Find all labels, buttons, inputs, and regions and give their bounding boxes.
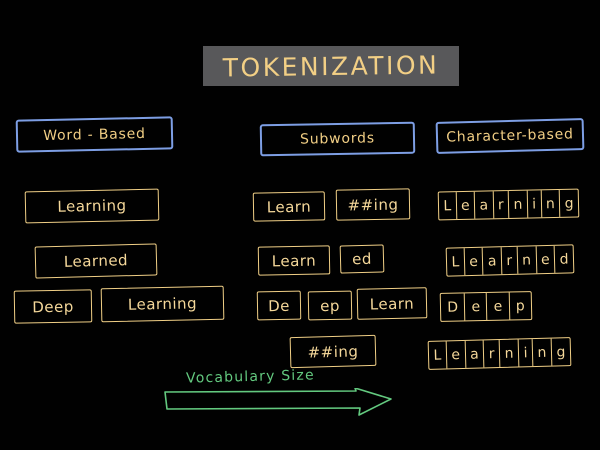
- character-cell: a: [465, 340, 485, 368]
- character-cell: i: [518, 339, 534, 367]
- column-header-word-based: Word - Based: [15, 116, 174, 153]
- character-cell: n: [517, 246, 537, 274]
- character-cell: L: [446, 248, 466, 276]
- token-label: Learning: [127, 294, 198, 314]
- token-chip: Learn: [252, 191, 326, 222]
- page-title: TOKENIZATION: [222, 49, 440, 83]
- token-label: ed: [351, 249, 373, 269]
- token-label: Learn: [369, 294, 415, 313]
- character-cell: e: [464, 247, 484, 276]
- column-header-label: Subwords: [299, 130, 376, 148]
- token-label: ##ing: [347, 195, 399, 214]
- token-label: De: [267, 296, 291, 315]
- token-label: Learning: [57, 196, 127, 216]
- character-cell: L: [438, 192, 457, 220]
- token-label: ep: [319, 296, 341, 315]
- character-cell: L: [428, 341, 448, 369]
- character-cell: g: [556, 343, 566, 361]
- character-cell: e: [536, 245, 556, 274]
- token-chip: Deep: [13, 289, 93, 324]
- title-highlight-band: [203, 46, 459, 86]
- character-token-row: L e a r n e d: [445, 244, 575, 277]
- token-chip: ed: [339, 244, 385, 274]
- character-cell: e: [465, 292, 488, 321]
- token-label: Learn: [271, 251, 317, 270]
- character-token-row: L e a r n i n g: [427, 337, 572, 370]
- token-label: ##ing: [307, 341, 359, 362]
- token-chip: De: [256, 290, 302, 321]
- token-label: Learn: [266, 197, 312, 216]
- character-cell: a: [474, 191, 494, 219]
- character-cell: r: [501, 246, 519, 275]
- character-cell: r: [493, 190, 510, 219]
- token-chip: Learned: [34, 243, 158, 279]
- token-chip: ep: [307, 290, 353, 321]
- character-cell: e: [456, 191, 476, 220]
- token-label: Learned: [63, 251, 129, 271]
- character-cell: a: [483, 247, 503, 275]
- column-header-label: Character-based: [446, 126, 574, 146]
- character-cell: d: [559, 250, 569, 268]
- character-cell: n: [541, 189, 561, 218]
- character-cell: p: [515, 297, 525, 314]
- character-cell: n: [508, 190, 529, 218]
- token-chip: ##ing: [335, 188, 411, 221]
- token-label: Deep: [32, 297, 74, 316]
- character-cell: r: [483, 339, 501, 368]
- column-header-label: Word - Based: [43, 125, 146, 144]
- token-chip: Learn: [257, 245, 331, 276]
- character-cell: D: [440, 293, 466, 321]
- character-cell: n: [532, 338, 553, 367]
- character-cell: e: [446, 340, 466, 369]
- token-chip: Learn: [356, 287, 428, 320]
- character-token-row: D e e p: [439, 291, 533, 322]
- character-cell: e: [487, 292, 510, 320]
- character-token-row: L e a r n i n g: [437, 188, 580, 221]
- character-cell: g: [564, 195, 574, 212]
- character-cell: i: [527, 190, 542, 218]
- column-header-subwords: Subwords: [259, 121, 416, 157]
- character-cell: n: [499, 339, 520, 367]
- token-chip: Learning: [24, 188, 160, 224]
- vocabulary-size-arrow-icon: [164, 388, 392, 416]
- column-header-character-based: Character-based: [435, 118, 585, 154]
- vocabulary-size-label: Vocabulary Size: [185, 367, 315, 387]
- token-chip: ##ing: [289, 334, 377, 369]
- token-chip: Learning: [100, 285, 225, 323]
